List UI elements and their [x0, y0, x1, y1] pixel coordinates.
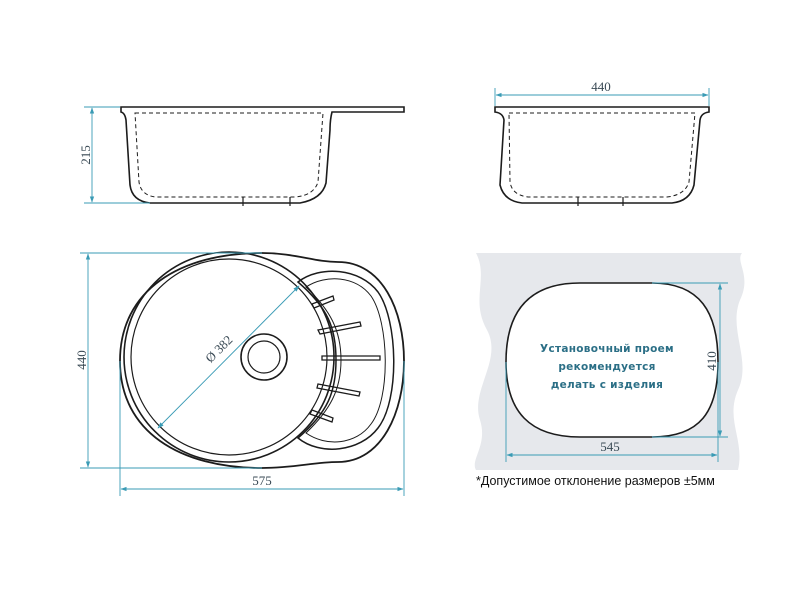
drain-groove	[317, 321, 362, 335]
cutout-note-line-1: Установочный проем	[540, 343, 674, 355]
side-section-view	[120, 106, 405, 206]
plan-bowl-outer	[123, 251, 335, 463]
front-view-outer-profile	[494, 106, 710, 204]
side-view-inner-profile	[134, 112, 324, 198]
drain-groove	[316, 383, 361, 397]
plan-drain-grooves	[309, 295, 381, 423]
cutout-opening	[505, 282, 719, 438]
side-height-dimension	[84, 106, 150, 204]
tolerance-footnote: *Допустимое отклонение размеров ±5мм	[476, 474, 715, 488]
drain-groove	[321, 355, 381, 361]
drain-groove	[311, 295, 335, 309]
plan-drainboard-inner	[305, 278, 386, 443]
cutout-height-label: 410	[704, 351, 719, 371]
front-view-inner-profile	[508, 112, 696, 198]
bowl-diameter-dimension	[157, 285, 300, 429]
plan-depth-dimension	[80, 252, 262, 469]
cutout-note-line-2: рекомендуется	[558, 361, 655, 373]
plan-width-dimension	[119, 361, 405, 496]
side-view-outer-profile	[120, 106, 405, 204]
side-view-drain-stub	[242, 197, 291, 206]
front-section-view	[494, 106, 710, 206]
cutout-height-dimension	[652, 282, 728, 438]
plan-bowl-inner	[130, 258, 328, 456]
plan-drainboard-outline	[296, 270, 395, 450]
cutout-note-line-3: делать с изделия	[551, 379, 663, 391]
cutout-width-label: 545	[600, 439, 620, 454]
front-width-dimension	[494, 88, 710, 106]
bowl-diameter-label: Ø 382	[202, 332, 235, 365]
plan-depth-label: 440	[74, 350, 89, 370]
drain-groove	[309, 409, 334, 423]
front-view-drain-stub	[577, 197, 624, 206]
plan-drain-inner	[247, 340, 281, 374]
plan-width-label: 575	[252, 473, 272, 488]
front-width-label: 440	[591, 79, 611, 94]
cutout-width-dimension	[505, 362, 719, 462]
side-height-label: 215	[78, 145, 93, 165]
